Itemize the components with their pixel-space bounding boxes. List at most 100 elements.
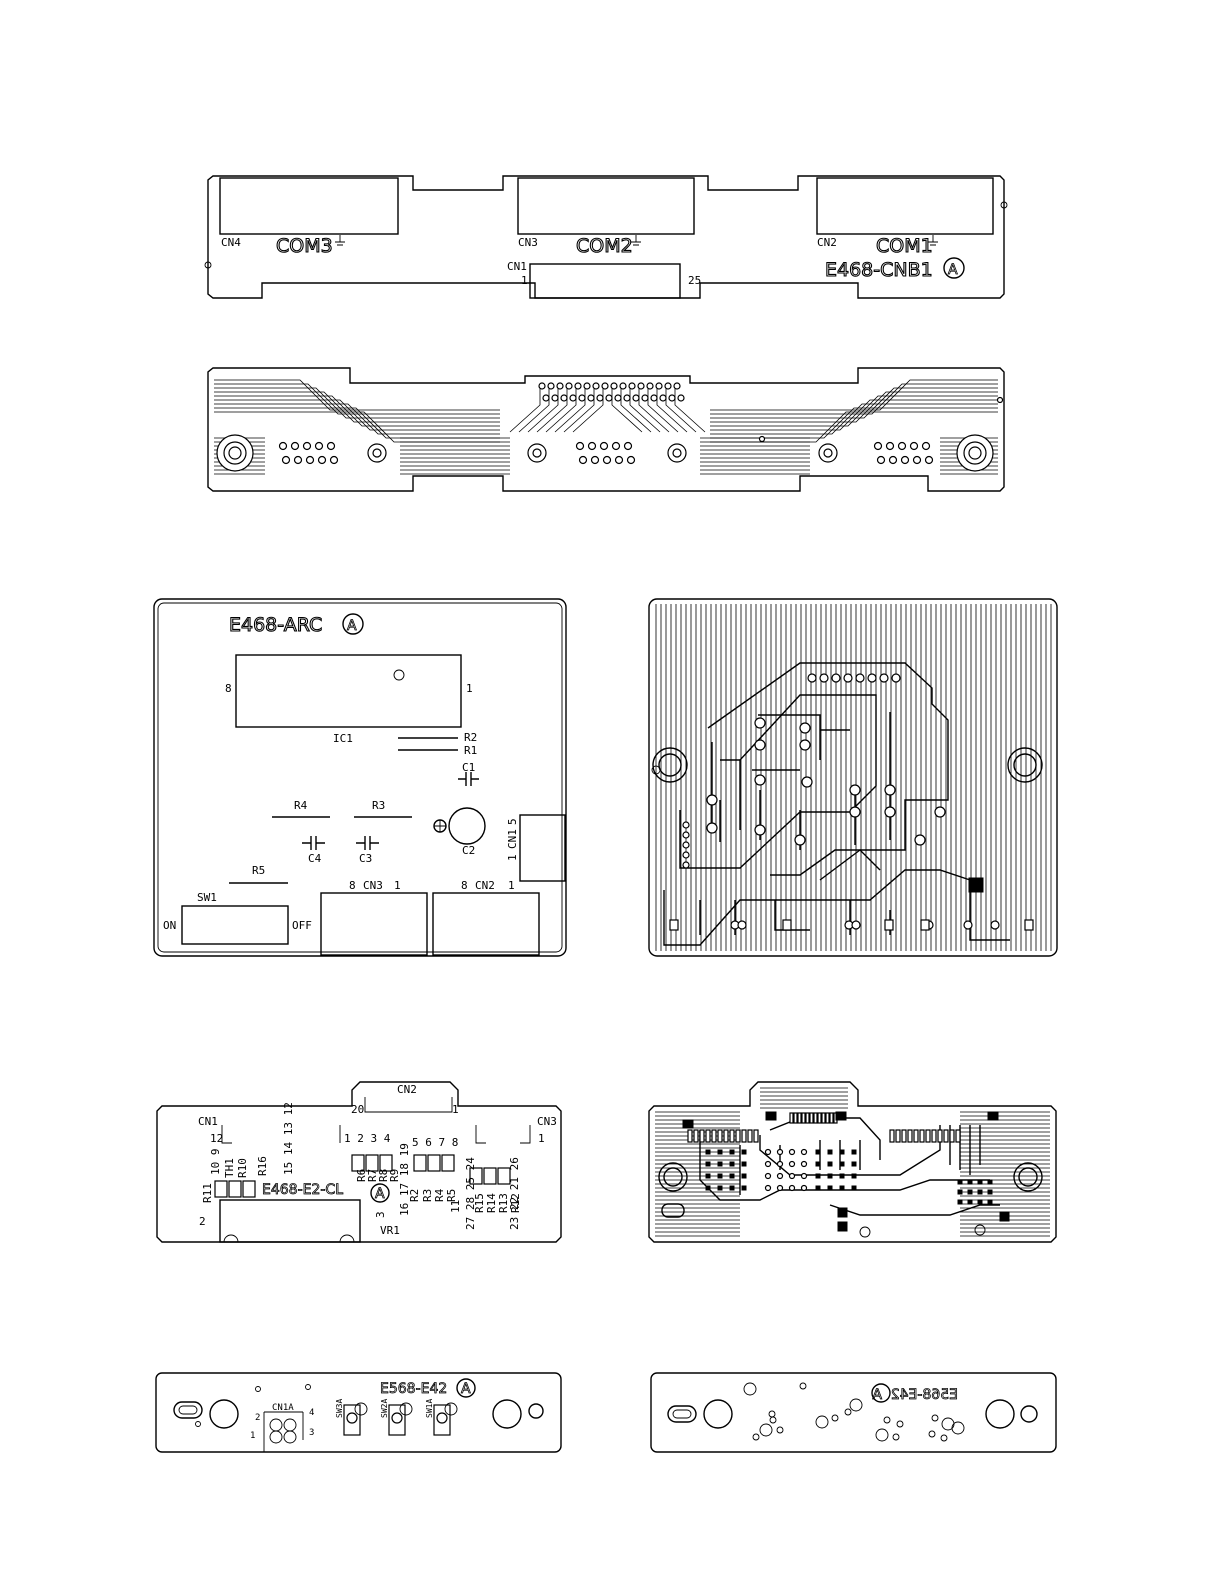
- e42-board-label: E568-E42: [380, 1381, 447, 1397]
- pad: [800, 1148, 808, 1156]
- pad: [764, 1148, 772, 1156]
- e2-r13: R13: [497, 1193, 510, 1213]
- smd-part: [351, 1154, 365, 1172]
- pad: [677, 394, 685, 402]
- smd-part: [483, 1167, 497, 1185]
- e42-pin-1: 1: [250, 1431, 255, 1441]
- pad: [943, 1129, 949, 1143]
- pad: [610, 382, 618, 390]
- smd-parts: [214, 1154, 511, 1198]
- pad: [801, 776, 813, 788]
- pad: [823, 448, 833, 458]
- e2-cn3-label: CN3: [537, 1115, 557, 1128]
- pad: [776, 1148, 784, 1156]
- solder-pads: [682, 1111, 1010, 1232]
- mounting-hole: [228, 446, 242, 460]
- e2-r2: R2: [408, 1189, 421, 1202]
- pad: [855, 673, 865, 683]
- cn1-pin-last: 25: [688, 274, 701, 287]
- through-hole: [940, 1434, 948, 1442]
- cn4-label: CN4: [221, 236, 241, 249]
- trace-line: [214, 395, 500, 427]
- through-hole: [896, 1420, 904, 1428]
- pad: [800, 1160, 808, 1168]
- e42-bottom-label: E568-E42: [891, 1387, 958, 1403]
- copper-traces: [214, 379, 998, 475]
- pad: [596, 394, 604, 402]
- pad: [987, 1179, 993, 1185]
- e2-pins-16-19: 16 17 18 19: [398, 1143, 411, 1216]
- pad: [867, 673, 877, 683]
- through-hole: [815, 1415, 829, 1429]
- e42-bottom-board: E568-E42 A: [650, 1372, 1057, 1453]
- pad: [912, 455, 922, 465]
- pad: [754, 739, 766, 751]
- through-hole: [769, 1416, 777, 1424]
- pad: [706, 822, 718, 834]
- pad: [987, 1199, 993, 1205]
- pad: [754, 774, 766, 786]
- pad: [764, 1172, 772, 1180]
- e42-bottom-revision: A: [872, 1387, 882, 1403]
- pad: [879, 673, 889, 683]
- switch-pad: [444, 1402, 458, 1416]
- pad: [650, 394, 658, 402]
- pad: [741, 1185, 747, 1191]
- e42-pin-4: 4: [309, 1408, 314, 1418]
- pad: [737, 920, 747, 930]
- pad: [815, 1149, 821, 1155]
- pad: [776, 1184, 784, 1192]
- e2cl-top-board: CN2 20 1 CN1 CN3 12 1 1 2 3 4 5 6 7 8 10…: [156, 1081, 562, 1243]
- trace-line: [572, 388, 604, 433]
- through-hole: [931, 1414, 939, 1422]
- pad: [764, 1160, 772, 1168]
- pad: [326, 441, 336, 451]
- trace-line: [710, 403, 998, 435]
- ic1-pin-1: 1: [466, 682, 473, 695]
- trace-line: [611, 388, 643, 433]
- e42-revision: A: [461, 1381, 471, 1397]
- pad: [819, 673, 829, 683]
- pad: [919, 1129, 925, 1143]
- pad: [682, 831, 690, 839]
- pad: [907, 1129, 913, 1143]
- pad: [895, 1129, 901, 1143]
- solder-pads: [669, 673, 1034, 931]
- pad: [682, 821, 690, 829]
- pad: [641, 394, 649, 402]
- e42-sw2a: SW2A: [380, 1399, 389, 1418]
- pad: [682, 861, 690, 869]
- e2-pin-11: 11: [449, 1200, 462, 1213]
- arc-top-board: E468-ARC A 8 1 IC1 R2 R1 C1 R4 R3 C4 C3 …: [153, 598, 567, 957]
- arc-cn1-label: CN1: [506, 829, 519, 849]
- pad: [587, 394, 595, 402]
- pad: [843, 673, 853, 683]
- pad: [717, 1129, 723, 1143]
- pad: [754, 824, 766, 836]
- revision-circle-icon: [342, 613, 364, 635]
- through-hole: [844, 1408, 852, 1416]
- pad: [884, 806, 896, 818]
- trace-line: [214, 403, 500, 435]
- pad: [281, 455, 291, 465]
- arc-cn2-pin8: 8: [461, 879, 468, 892]
- trace-line: [656, 388, 688, 433]
- pad: [920, 919, 930, 931]
- pad: [542, 394, 550, 402]
- r5-label: R5: [252, 864, 265, 877]
- pad: [605, 394, 613, 402]
- sw1-on: ON: [163, 919, 176, 932]
- cnb1-top-board: CN4 CN3 CN2 CN1 1 25 COM3 COM2 COM1 E468…: [204, 175, 1008, 299]
- pad: [977, 1189, 983, 1195]
- trace-line: [563, 388, 595, 433]
- c2-label: C2: [462, 844, 475, 857]
- pad: [293, 455, 303, 465]
- pad: [278, 441, 288, 451]
- ic1-label: IC1: [333, 732, 353, 745]
- pad: [793, 1112, 798, 1124]
- pad: [705, 1161, 711, 1167]
- trace-line: [665, 388, 697, 433]
- cnb1-board-label: E468-CNB1: [825, 259, 933, 281]
- trace-line: [214, 399, 500, 431]
- pad: [931, 1129, 937, 1143]
